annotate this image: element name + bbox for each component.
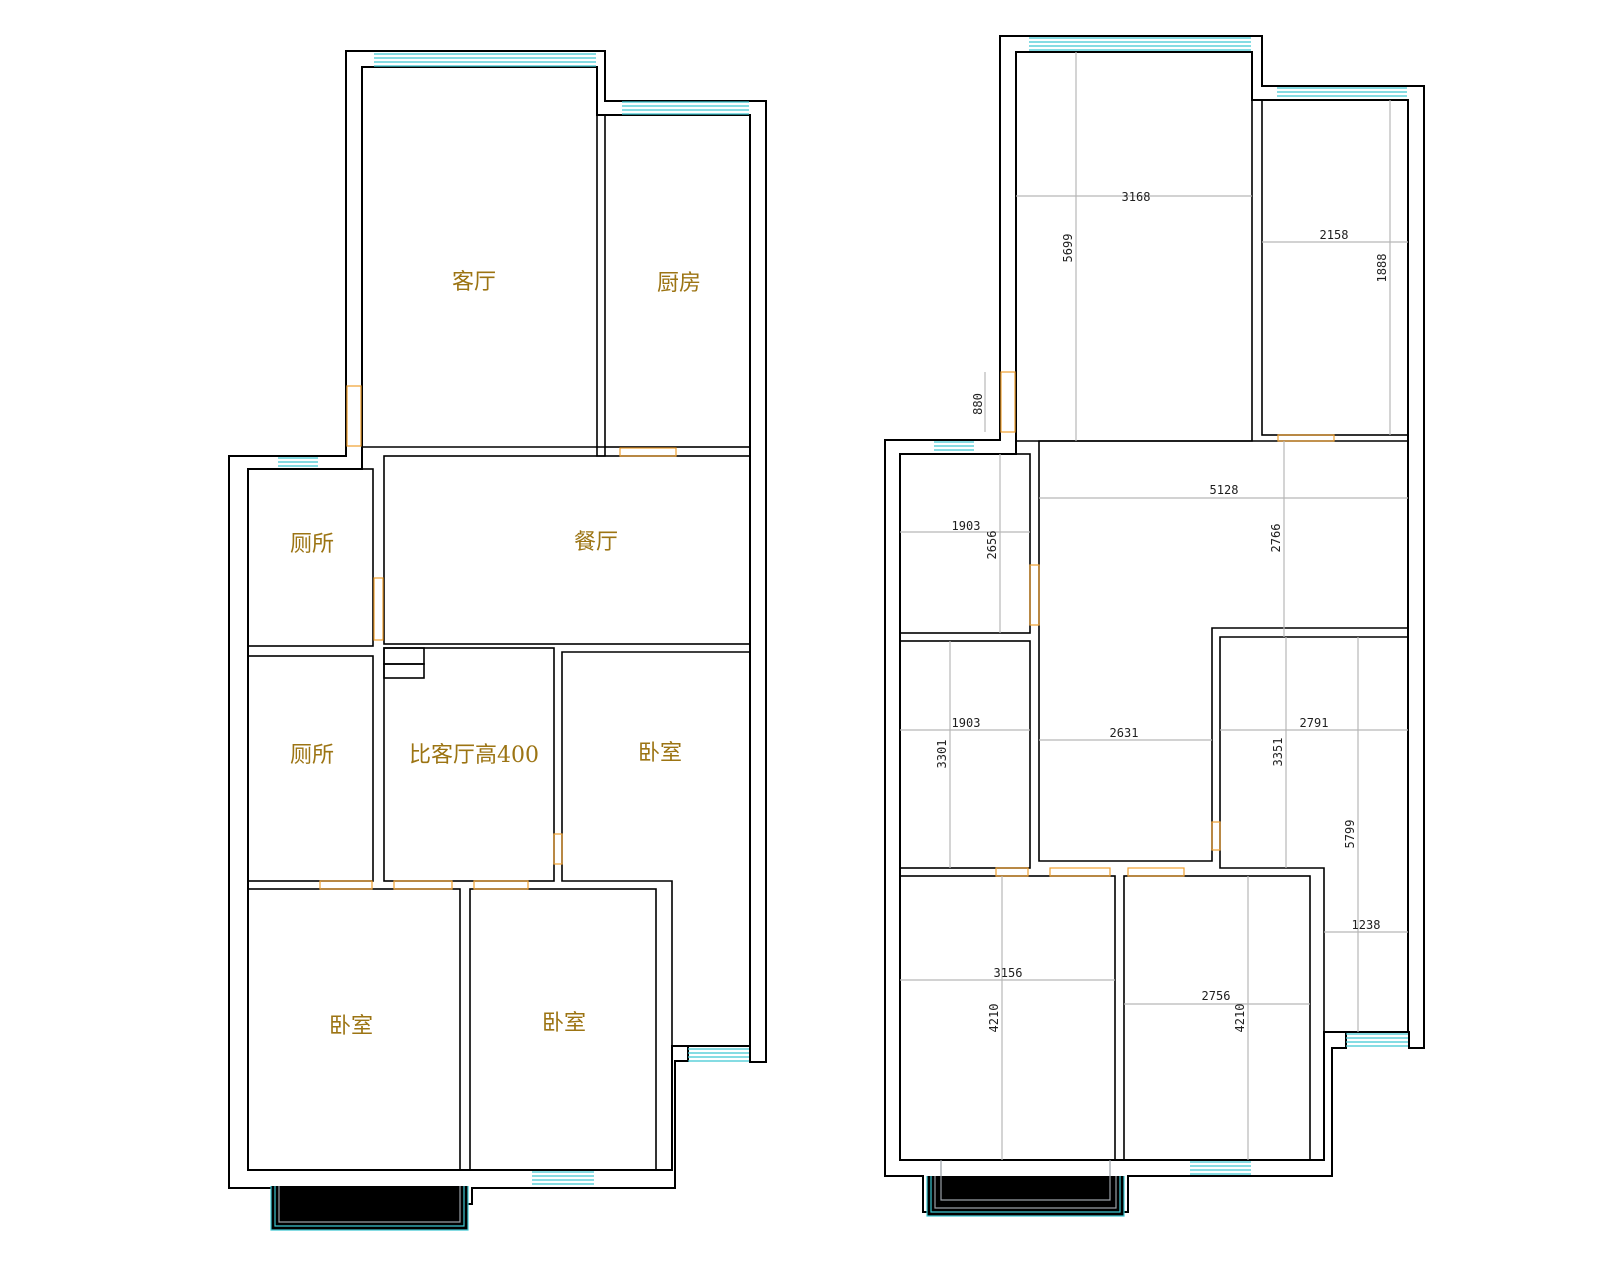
dim-toilet2-width: 1903 [952,716,981,730]
left-floor-plan: 客厅 厨房 餐厅 厕所 厕所 比客厅高400 卧室 卧室 卧室 [228,50,767,1231]
dim-dining-depth: 2766 [1269,524,1283,553]
r-window-kitchen-top [1277,87,1407,97]
left-room-labels: 客厅 厨房 餐厅 厕所 厕所 比客厅高400 卧室 卧室 卧室 [290,270,701,1039]
dim-kitchen-width: 2158 [1320,228,1349,242]
r-toilet-1-walls [899,453,1031,634]
r-door-bedroom-sw [995,867,1029,877]
right-inner-wall [899,51,1409,1161]
r-door-kitchen [1277,434,1335,442]
r-bedroom-s-walls [1123,875,1311,1161]
window-toilet-1 [278,457,318,467]
right-windows [926,37,1408,1217]
dimension-labels: 3168 5699 2158 1888 880 5128 2766 1903 2… [935,190,1389,1032]
label-bedroom-s: 卧室 [542,1011,586,1036]
label-toilet-2: 厕所 [290,743,334,768]
window-kitchen-top [622,101,749,115]
dim-kitchen-depth: 1888 [1375,254,1389,283]
door-toilet-1 [373,577,384,641]
r-door-middle [1049,867,1111,877]
left-inner-wall [247,66,751,1171]
door-toilet-2 [319,880,373,890]
stair-step-2 [383,663,425,679]
r-window-bedroom-s [1190,1161,1251,1175]
label-dining: 餐厅 [574,530,618,555]
dining-walls [383,455,751,645]
dim-middle-width: 2631 [1110,726,1139,740]
window-bedroom-east [688,1048,749,1062]
dim-entry-door: 880 [971,393,985,415]
left-windows [270,53,749,1231]
r-door-bedroom-east [1211,821,1221,851]
dim-east-total-depth: 5799 [1343,820,1357,849]
label-toilet-1: 厕所 [290,532,334,557]
bay-window-bedroom-sw [270,1186,469,1231]
r-door-toilet-1 [1029,564,1040,626]
dim-toilet1-width: 1903 [952,519,981,533]
door-bedroom-sw [393,880,453,890]
dim-east-balcony-width: 1238 [1352,918,1381,932]
right-floor-plan: 3168 5699 2158 1888 880 5128 2766 1903 2… [884,35,1425,1217]
dim-toilet1-depth: 2656 [985,531,999,560]
window-bedroom-s [532,1171,594,1185]
r-door-bedroom-s [1127,867,1185,877]
kitchen-walls [604,114,751,448]
right-doors [995,371,1335,877]
dim-bedroom-e-width: 2791 [1300,716,1329,730]
toilet-1-walls [247,468,374,647]
bedroom-s-walls [469,888,657,1171]
label-living-room: 客厅 [452,270,496,295]
dim-toilet2-depth: 3301 [935,740,949,769]
dim-bedroom-sw-depth: 4210 [987,1004,1001,1033]
toilet-2-walls [247,655,374,882]
bedroom-east-walls [561,651,751,1047]
r-bedroom-east-walls [1219,636,1409,1033]
label-bedroom-sw: 卧室 [329,1014,373,1039]
dim-living-width: 3168 [1122,190,1151,204]
label-bedroom-east: 卧室 [638,741,682,766]
dimension-lines [900,52,1408,1160]
r-door-living-west [1000,371,1016,433]
dim-bedroom-s-depth: 4210 [1233,1004,1247,1033]
dim-bedroom-e-depth: 3351 [1271,738,1285,767]
door-bedroom-east [553,833,563,865]
r-dining-walls [1038,440,1409,862]
r-window-living-top [1029,37,1251,51]
label-kitchen: 厨房 [657,271,701,296]
door-kitchen [619,447,677,457]
r-window-toilet-1 [934,441,974,451]
label-raised-area: 比客厅高400 [409,743,539,768]
dim-living-depth: 5699 [1061,234,1075,263]
r-window-bedroom-east [1346,1033,1408,1047]
dim-bedroom-sw-width: 3156 [994,966,1023,980]
window-living-top [374,53,596,67]
door-bedroom-s [473,880,529,890]
r-toilet-2-walls [899,640,1031,869]
dim-dining-width: 5128 [1210,483,1239,497]
raised-area-walls [383,647,555,882]
dim-bedroom-s-width: 2756 [1202,989,1231,1003]
r-bay-window-bedroom-sw [926,1160,1125,1217]
door-living-west [346,385,362,447]
r-kitchen-walls [1261,99,1409,436]
left-doors [319,385,677,890]
